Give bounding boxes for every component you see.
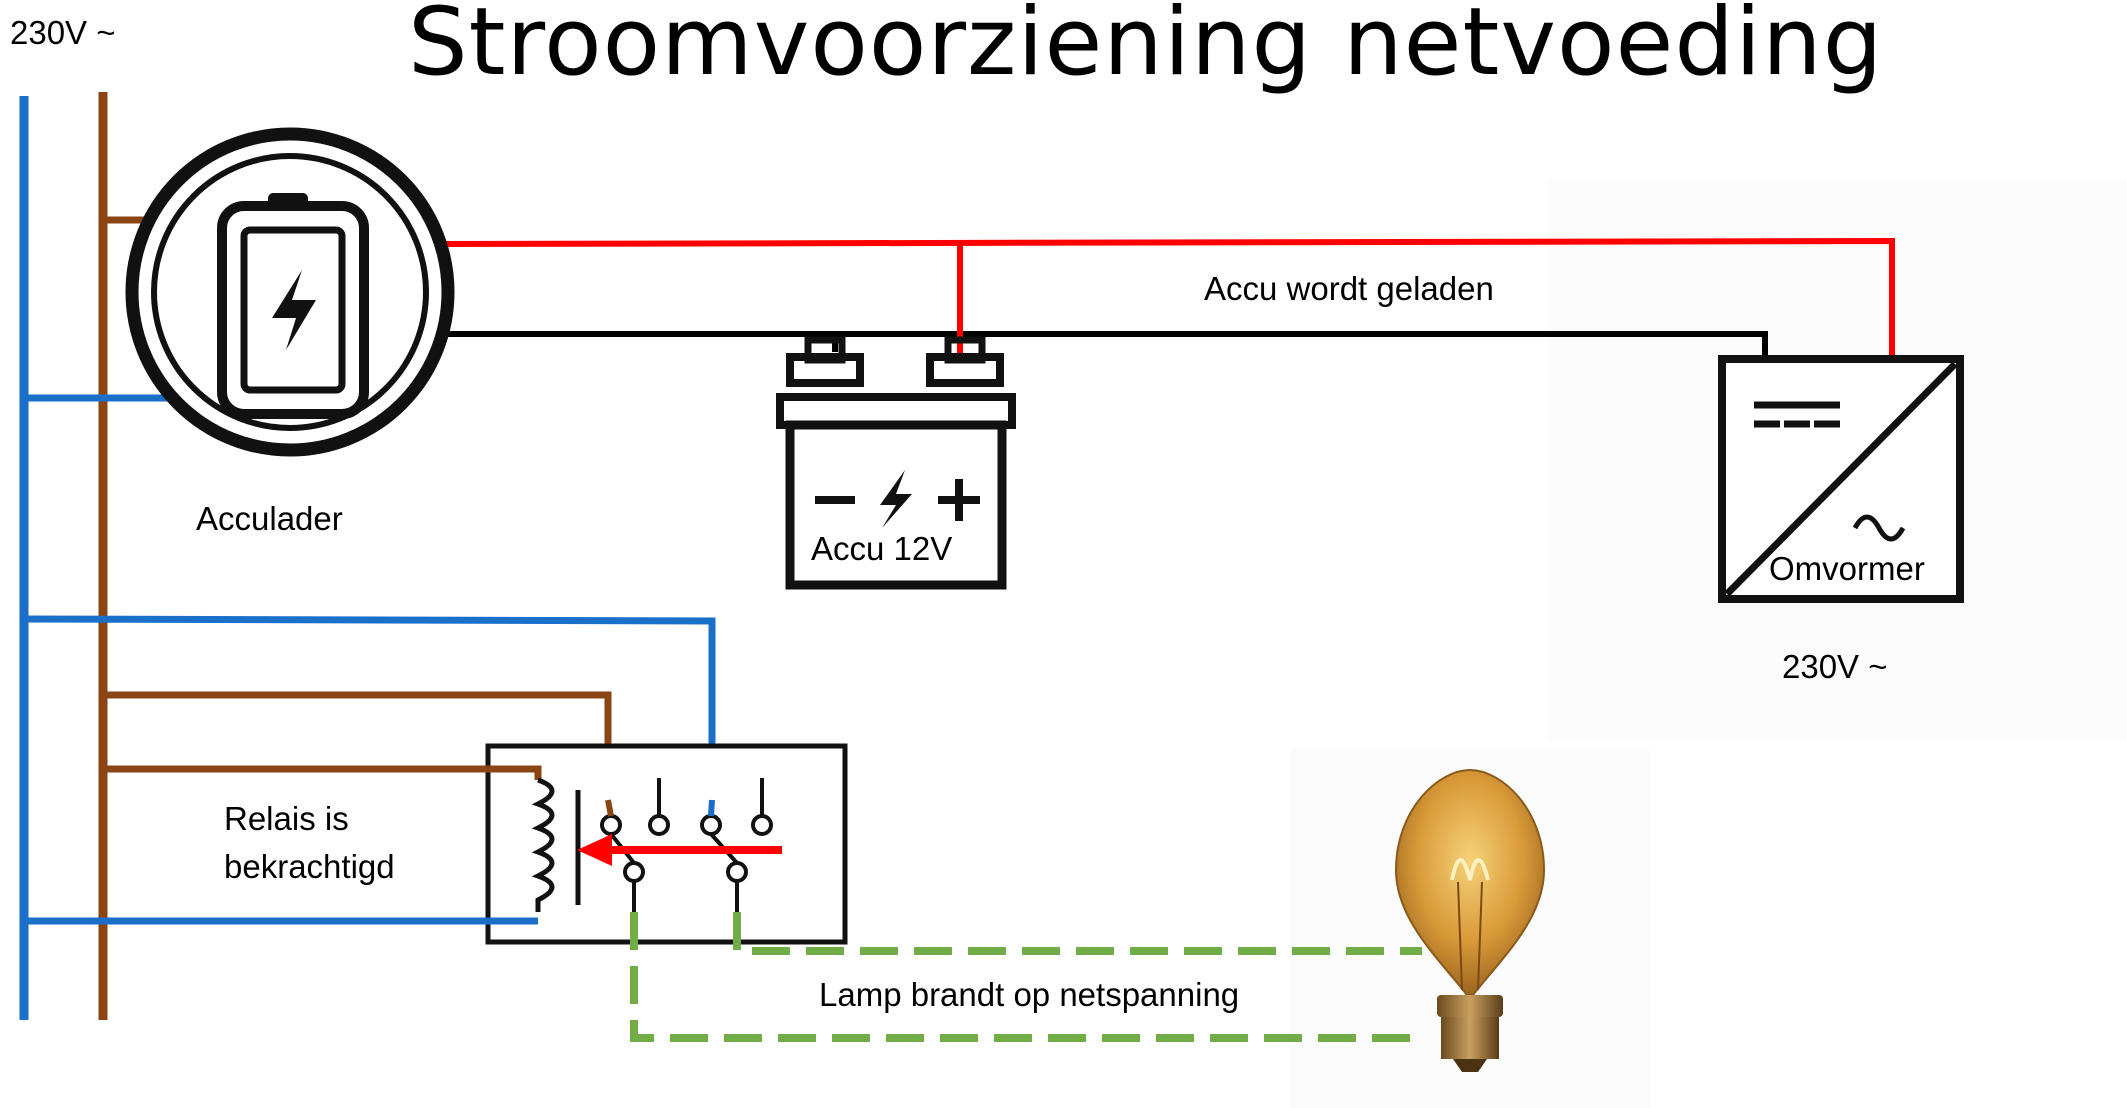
lamp-status-label: Lamp brandt op netspanning bbox=[819, 976, 1240, 1013]
page-title: Stroomvoorziening netvoeding bbox=[408, 0, 1884, 97]
charging-status-label: Accu wordt geladen bbox=[1204, 270, 1494, 307]
relay-coil-icon bbox=[531, 777, 555, 912]
dc-negative-wire bbox=[448, 331, 1768, 362]
relay bbox=[22, 743, 848, 945]
relay-housing bbox=[485, 743, 848, 945]
battery-label: Accu 12V bbox=[811, 530, 953, 567]
relay-arrow-head-icon bbox=[577, 834, 612, 866]
inverter-output-label: 230V ~ bbox=[1782, 648, 1888, 685]
battery-minus-sign bbox=[815, 496, 855, 504]
inverter-icon bbox=[1718, 355, 1964, 603]
relay-status-line1: Relais is bbox=[224, 800, 349, 837]
supply-voltage-label: 230V ~ bbox=[10, 14, 116, 51]
charger-label: Acculader bbox=[196, 500, 343, 537]
ac-symbol bbox=[1852, 514, 1906, 542]
battery-icon bbox=[776, 336, 1016, 590]
dc-positive-wire bbox=[433, 237, 1895, 360]
battery-charger-icon bbox=[125, 127, 455, 457]
battery-bolt-icon bbox=[880, 470, 912, 528]
lamp-feed-wire bbox=[733, 912, 1422, 955]
inverter-label: Omvormer bbox=[1769, 550, 1925, 587]
light-bulb-icon bbox=[1394, 768, 1546, 1072]
lamp-return-wire bbox=[630, 912, 1422, 1042]
relay-status-line2: bekrachtigd bbox=[224, 848, 395, 885]
